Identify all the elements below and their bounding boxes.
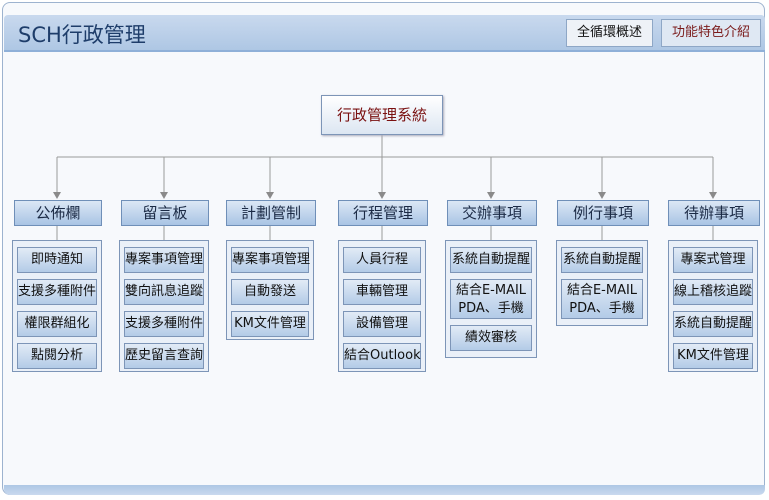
arrow-head <box>53 192 61 199</box>
page-title: SCH行政管理 <box>18 23 146 47</box>
arrow-head <box>598 192 606 199</box>
feature-item[interactable]: 結合Outlook <box>343 343 421 369</box>
feature-item[interactable]: 支援多種附件 <box>124 311 204 337</box>
feature-item[interactable]: 歷史留言查詢 <box>124 343 204 369</box>
category-3: 行程管理 <box>338 200 428 226</box>
feature-item[interactable]: 結合E-MAIL PDA、手機 <box>450 279 532 319</box>
tab-overview[interactable]: 全循環概述 <box>565 19 653 47</box>
feature-item[interactable]: 績效審核 <box>450 325 532 351</box>
arrow-head <box>160 192 168 199</box>
feature-item[interactable]: 專案事項管理 <box>124 247 204 273</box>
feature-item[interactable]: 線上稽核追蹤 <box>673 279 753 305</box>
category-4: 交辦事項 <box>447 200 537 226</box>
feature-item[interactable]: 人員行程 <box>343 247 421 273</box>
arrow-head <box>266 192 274 199</box>
category-panel-6: 專案式管理線上稽核追蹤系統自動提醒 KM文件管理 <box>668 240 758 372</box>
arrow-head <box>378 192 386 199</box>
feature-item[interactable]: 專案事項管理 <box>231 247 310 273</box>
category-0: 公佈欄 <box>14 200 102 226</box>
feature-item[interactable]: 支援多種附件 <box>17 279 97 305</box>
feature-item[interactable]: KM文件管理 <box>231 311 309 337</box>
feature-item[interactable]: 權限群組化 <box>17 311 97 337</box>
category-panel-1: 專案事項管理雙向訊息追蹤支援多種附件歷史留言查詢 <box>119 240 209 372</box>
feature-item[interactable]: 系統自動提醒 <box>561 247 643 273</box>
feature-item[interactable]: 點閱分析 <box>17 343 97 369</box>
feature-item[interactable]: 雙向訊息追蹤 <box>124 279 204 305</box>
feature-item[interactable]: 設備管理 <box>343 311 421 337</box>
category-6: 待辦事項 <box>668 200 760 226</box>
bottom-bar <box>4 485 765 495</box>
category-2: 計劃管制 <box>226 200 316 226</box>
feature-item[interactable]: 系統自動提醒 <box>450 247 532 273</box>
feature-item[interactable]: 即時通知 <box>17 247 97 273</box>
category-panel-0: 即時通知支援多種附件權限群組化點閱分析 <box>12 240 102 372</box>
category-5: 例行事項 <box>557 200 649 226</box>
feature-item[interactable]: 結合E-MAIL PDA、手機 <box>561 279 643 319</box>
arrow-head <box>487 192 495 199</box>
category-panel-3: 人員行程車輛管理設備管理結合Outlook <box>338 240 426 372</box>
feature-item[interactable]: 自動發送 <box>231 279 309 305</box>
category-1: 留言板 <box>121 200 209 226</box>
feature-item[interactable]: 系統自動提醒 <box>673 311 753 337</box>
feature-item[interactable]: 車輛管理 <box>343 279 421 305</box>
category-panel-2: 專案事項管理自動發送 KM文件管理 <box>226 240 314 340</box>
header-bar: SCH行政管理 全循環概述 功能特色介紹 <box>4 15 765 52</box>
arrow-head <box>709 192 717 199</box>
tab-features[interactable]: 功能特色介紹 <box>660 19 761 47</box>
feature-item[interactable]: KM文件管理 <box>673 343 753 369</box>
feature-item[interactable]: 專案式管理 <box>673 247 753 273</box>
category-panel-4: 系統自動提醒結合E-MAIL PDA、手機績效審核 <box>445 240 537 358</box>
category-panel-5: 系統自動提醒結合E-MAIL PDA、手機 <box>556 240 648 326</box>
root-node: 行政管理系統 <box>321 95 443 135</box>
